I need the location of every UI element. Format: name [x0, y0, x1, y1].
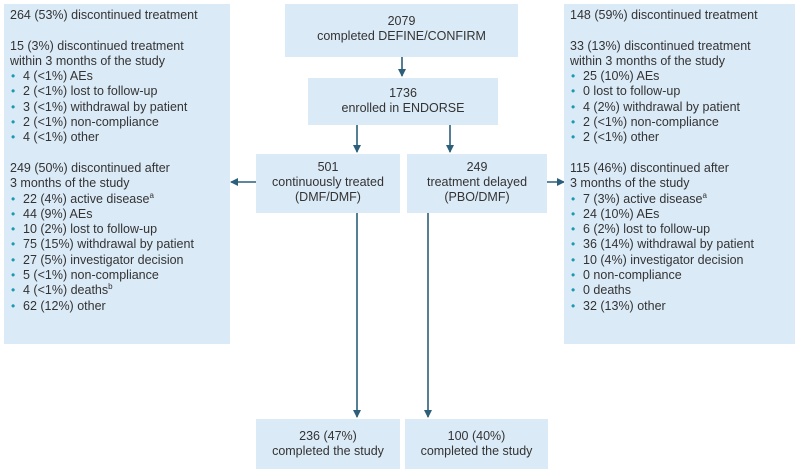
list-item: •32 (13%) other — [571, 298, 666, 313]
define-confirm-box: 2079 completed DEFINE/CONFIRM — [285, 4, 518, 57]
list-item: •4 (<1%) other — [11, 130, 100, 145]
list-item: •6 (2%) lost to follow-up — [571, 222, 711, 237]
left-late-heading-1: 249 (50%) discontinued after — [10, 160, 170, 175]
list-item: •4 (2%) withdrawal by patient — [571, 99, 741, 114]
left-early-heading-1: 15 (3%) discontinued treatment — [10, 38, 184, 53]
list-item: •25 (10%) AEs — [571, 69, 660, 84]
right-early-heading-2: within 3 months of the study — [570, 53, 725, 68]
dmf-count: 501 — [317, 160, 339, 174]
right-late-list: •7 (3%) active diseasea •24 (10%) AEs •6… — [570, 190, 789, 314]
list-item: •44 (9%) AEs — [11, 206, 93, 221]
list-item: •2 (<1%) non-compliance — [11, 115, 159, 130]
list-item: •7 (3%) active diseasea — [571, 190, 707, 206]
list-item: •24 (10%) AEs — [571, 206, 660, 221]
list-item: •0 lost to follow-up — [571, 84, 681, 99]
list-item: •2 (<1%) lost to follow-up — [11, 84, 158, 99]
right-early-list: •25 (10%) AEs •0 lost to follow-up •4 (2… — [570, 69, 789, 145]
left-early-list: •4 (<1%) AEs •2 (<1%) lost to follow-up … — [10, 69, 224, 145]
dmf-label: continuously treated — [272, 175, 384, 189]
right-late-heading-1: 115 (46%) discontinued after — [570, 160, 729, 175]
completed-pbo-box: 100 (40%) completed the study — [405, 419, 548, 469]
right-discontinued-panel: 148 (59%) discontinued treatment 33 (13%… — [564, 4, 795, 344]
list-item: •10 (4%) investigator decision — [571, 252, 744, 267]
enrolled-count: 1736 — [389, 86, 417, 100]
left-late-heading-2: 3 months of the study — [10, 176, 130, 191]
pbo-group: (PBO/DMF) — [444, 190, 510, 204]
list-item: •3 (<1%) withdrawal by patient — [11, 99, 188, 114]
list-item: •2 (<1%) non-compliance — [571, 115, 719, 130]
left-early-heading-2: within 3 months of the study — [10, 53, 165, 68]
completed-dmf-label: completed the study — [272, 444, 384, 458]
pbo-dmf-box: 249 treatment delayed (PBO/DMF) — [407, 154, 547, 213]
right-early-heading-1: 33 (13%) discontinued treatment — [570, 38, 751, 53]
enrolled-label: enrolled in ENDORSE — [341, 101, 465, 115]
list-item: •0 non-compliance — [571, 268, 682, 283]
list-item: •22 (4%) active diseasea — [11, 190, 154, 206]
right-panel-heading: 148 (59%) discontinued treatment — [570, 8, 758, 22]
dmf-dmf-box: 501 continuously treated (DMF/DMF) — [256, 154, 400, 213]
completed-pbo-count: 100 (40%) — [447, 429, 506, 443]
list-item: •62 (12%) other — [11, 298, 106, 313]
list-item: •27 (5%) investigator decision — [11, 252, 184, 267]
completed-dmf-box: 236 (47%) completed the study — [256, 419, 400, 469]
define-confirm-count: 2079 — [387, 14, 416, 28]
list-item: •4 (<1%) deathsb — [11, 282, 113, 298]
left-panel-heading: 264 (53%) discontinued treatment — [10, 8, 198, 22]
completed-pbo-label: completed the study — [420, 444, 533, 458]
left-late-list: •22 (4%) active diseasea •44 (9%) AEs •1… — [10, 190, 224, 314]
completed-dmf-count: 236 (47%) — [299, 429, 357, 443]
list-item: •75 (15%) withdrawal by patient — [11, 237, 194, 252]
list-item: •2 (<1%) other — [571, 130, 660, 145]
list-item: •0 deaths — [571, 283, 631, 298]
list-item: •10 (2%) lost to follow-up — [11, 222, 158, 237]
define-confirm-label: completed DEFINE/CONFIRM — [317, 29, 486, 43]
right-late-heading-2: 3 months of the study — [570, 176, 690, 191]
enrolled-endorse-box: 1736 enrolled in ENDORSE — [308, 78, 498, 125]
list-item: •4 (<1%) AEs — [11, 69, 93, 84]
list-item: •5 (<1%) non-compliance — [11, 268, 159, 283]
dmf-group: (DMF/DMF) — [295, 190, 361, 204]
list-item: •36 (14%) withdrawal by patient — [571, 237, 754, 252]
pbo-count: 249 — [466, 160, 488, 174]
pbo-label: treatment delayed — [426, 175, 528, 189]
left-discontinued-panel: 264 (53%) discontinued treatment 15 (3%)… — [4, 4, 230, 344]
